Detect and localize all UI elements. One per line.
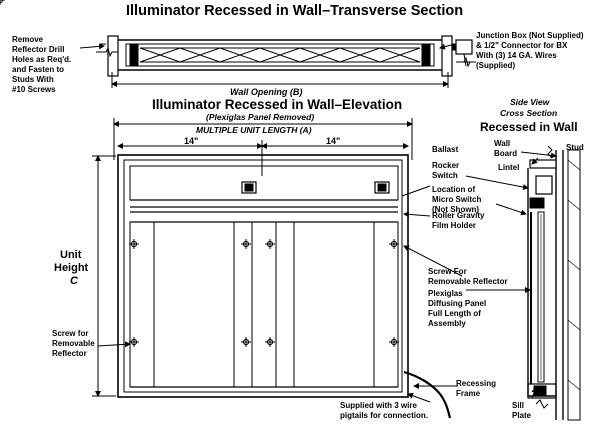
label-line: Rocker [432, 161, 460, 170]
side-view-title: Recessed in Wall [480, 120, 578, 134]
label-line: Diffusing Panel [428, 299, 487, 308]
screw-markers [0, 0, 400, 348]
label-line: Assembly [428, 319, 466, 328]
label-line: Recessing [456, 379, 497, 388]
wall-opening-label: Wall Opening (B) [230, 87, 303, 97]
height-line: Unit [60, 249, 82, 261]
note-line: & 1/2" Connector for BX [476, 41, 568, 50]
label-line: Location of [432, 185, 476, 194]
note-line: #10 Screws [12, 85, 56, 94]
label-line: Supplied with 3 wire [340, 401, 417, 410]
label-line: Film Holder [432, 221, 477, 230]
label-stud: Stud [566, 143, 584, 152]
side-subtitle-line: Cross Section [500, 108, 558, 118]
label-line: Frame [456, 389, 481, 398]
note-line: Junction Box (Not Supplied) [476, 31, 584, 40]
label-line: Board [494, 149, 518, 158]
label-line: Removable [52, 339, 95, 348]
label-line: Plexiglas [428, 289, 463, 298]
note-line: Remove [12, 35, 44, 44]
dimension-14-left: 14" [184, 136, 199, 146]
unit-length-label: MULTIPLE UNIT LENGTH (A) [196, 125, 312, 135]
label-line: Reflector [52, 349, 87, 358]
note-line: Reflector Drill [12, 45, 65, 54]
height-line: C [70, 275, 78, 287]
side-subtitle-line: Side View [510, 97, 550, 107]
label-ballast: Ballast [432, 145, 459, 154]
label-line: Full Length of [428, 309, 481, 318]
elevation-subtitle: (Plexiglas Panel Removed) [206, 112, 315, 122]
transverse-section [79, 35, 476, 88]
note-line: and Fasten to [12, 65, 65, 74]
elevation-title: Illuminator Recessed in Wall–Elevation [152, 97, 403, 112]
label-line: Screw For [428, 267, 467, 276]
label-line: Roller Gravity [432, 211, 485, 220]
label-line: pigtails for connection. [340, 411, 429, 420]
height-line: Height [54, 262, 89, 274]
label-line: Switch [432, 171, 458, 180]
label-line: Removable Reflector [428, 277, 508, 286]
side-view-drawing [465, 145, 581, 421]
label-line: Plate [512, 411, 532, 420]
transverse-title: Illuminator Recessed in Wall–Transverse … [126, 3, 464, 19]
note-line: (Supplied) [476, 61, 516, 70]
label-line: (Not Shown) [432, 205, 480, 214]
label-lintel: Lintel [498, 163, 520, 172]
label-line: Screw for [52, 329, 89, 338]
label-line: Micro Switch [432, 195, 482, 204]
label-line: Wall [494, 139, 511, 148]
label-line: Sill [512, 401, 525, 410]
dimension-14-right: 14" [326, 136, 341, 146]
elevation-drawing [92, 118, 463, 419]
note-line: Holes as Req'd. [12, 55, 72, 64]
note-line: With (3) 14 GA. Wires [476, 51, 557, 60]
note-line: Studs With [12, 75, 54, 84]
